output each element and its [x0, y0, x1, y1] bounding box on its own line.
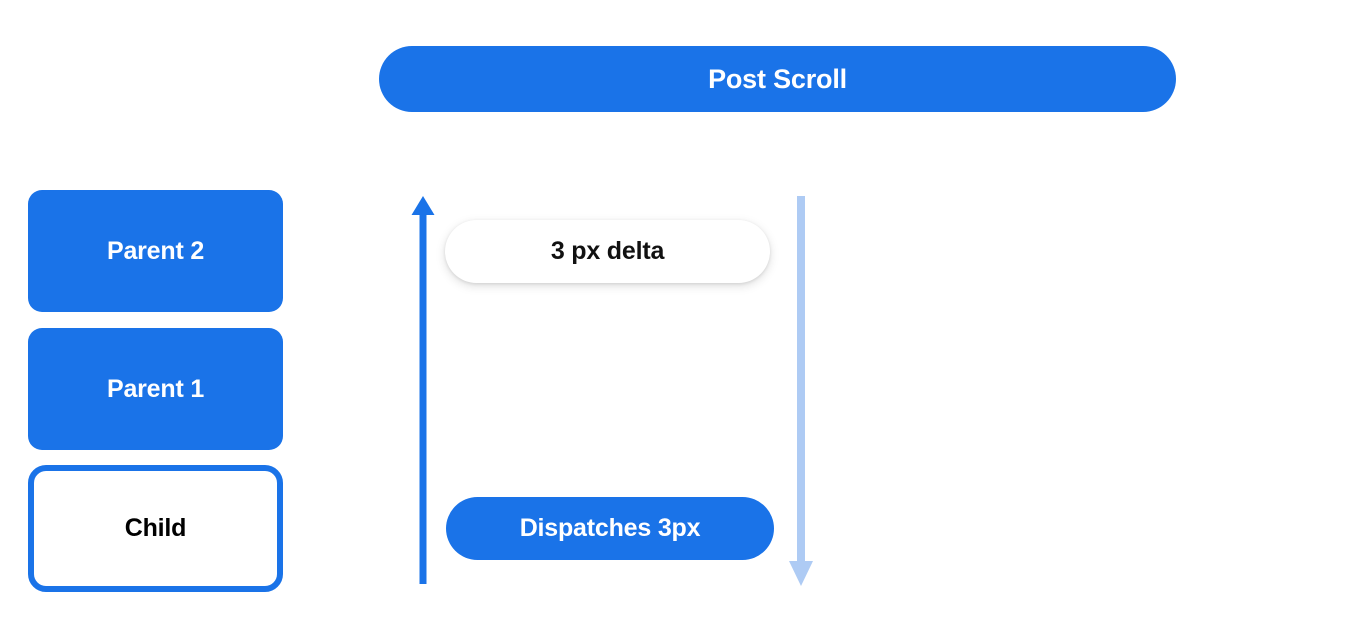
dispatches-pill: Dispatches 3px: [446, 497, 774, 560]
node-parent-1-label: Parent 1: [106, 374, 205, 403]
node-parent-2: Parent 2: [28, 190, 283, 312]
node-parent-2-label: Parent 2: [106, 236, 205, 265]
node-child: Child: [28, 465, 283, 592]
scroll-down-arrow-icon: [789, 196, 813, 586]
delta-pill: 3 px delta: [445, 220, 770, 283]
node-parent-1: Parent 1: [28, 328, 283, 450]
post-scroll-label: Post Scroll: [708, 63, 847, 94]
post-scroll-header-pill: Post Scroll: [379, 46, 1176, 112]
dispatches-pill-label: Dispatches 3px: [519, 514, 701, 542]
delta-pill-label: 3 px delta: [550, 237, 665, 265]
node-child-label: Child: [124, 514, 187, 542]
bubble-up-arrow-icon: [411, 196, 435, 584]
